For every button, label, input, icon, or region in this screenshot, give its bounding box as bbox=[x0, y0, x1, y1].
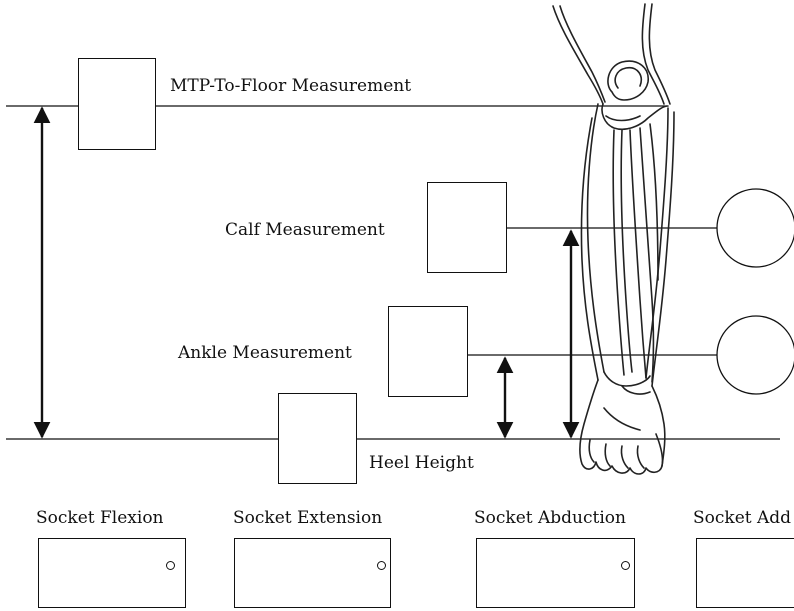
ankle-circumference-circle bbox=[717, 316, 794, 394]
ankle-measurement-label: Ankle Measurement bbox=[178, 345, 352, 362]
socket-flexion-indicator-icon bbox=[166, 561, 175, 570]
socket-adduction-box[interactable] bbox=[696, 538, 794, 608]
socket-abduction-label: Socket Abduction bbox=[474, 510, 626, 527]
mtp-to-floor-label: MTP-To-Floor Measurement bbox=[170, 78, 411, 95]
mtp-to-floor-input-box[interactable] bbox=[78, 58, 156, 150]
calf-input-box[interactable] bbox=[427, 182, 507, 273]
heel-height-input-box[interactable] bbox=[278, 393, 357, 484]
socket-abduction-box[interactable] bbox=[476, 538, 635, 608]
socket-extension-box[interactable] bbox=[234, 538, 391, 608]
socket-adduction-label: Socket Add bbox=[693, 510, 791, 527]
ankle-input-box[interactable] bbox=[388, 306, 468, 397]
calf-circumference-circle bbox=[717, 189, 794, 267]
socket-extension-label: Socket Extension bbox=[233, 510, 382, 527]
socket-flexion-box[interactable] bbox=[38, 538, 186, 608]
socket-flexion-label: Socket Flexion bbox=[36, 510, 164, 527]
socket-extension-indicator-icon bbox=[377, 561, 386, 570]
calf-measurement-label: Calf Measurement bbox=[225, 222, 385, 239]
socket-abduction-indicator-icon bbox=[621, 561, 630, 570]
heel-height-label: Heel Height bbox=[369, 455, 474, 472]
